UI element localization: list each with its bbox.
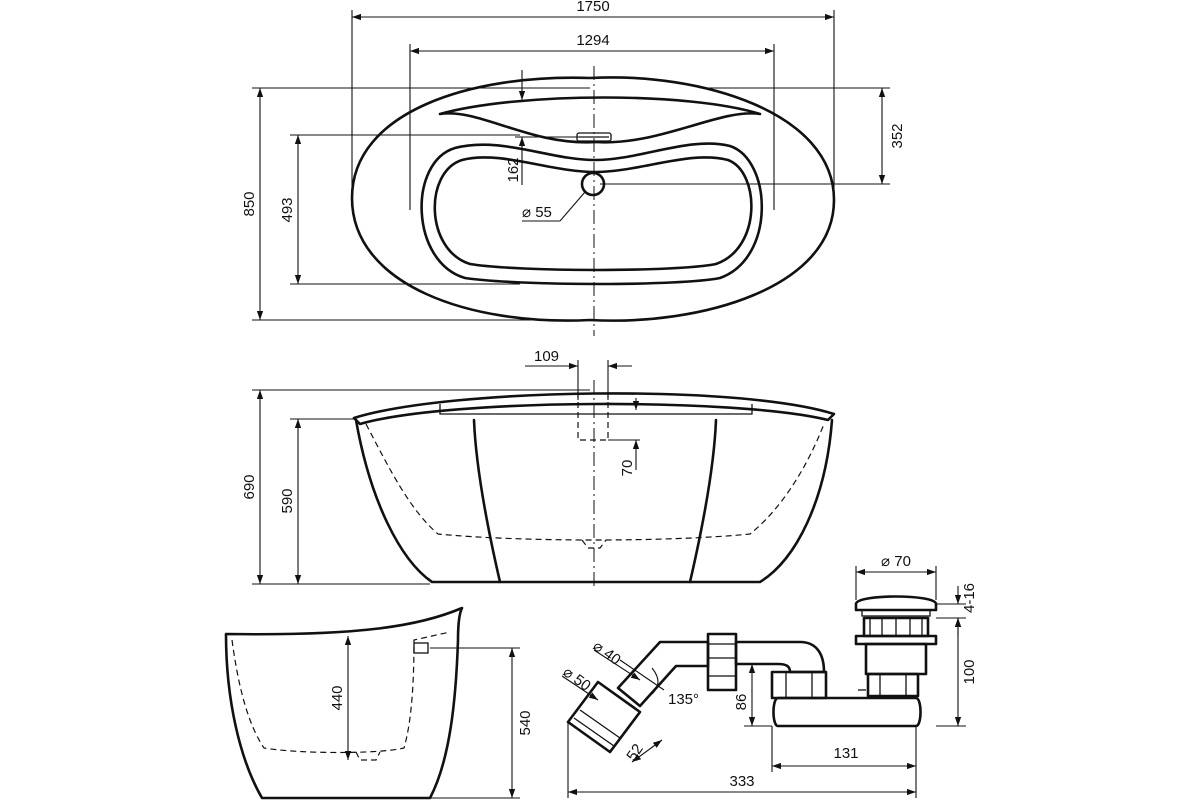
front-view-seam-left [472,418,502,584]
top-view-headrest [438,96,762,144]
dim-label-440: 440 [329,685,346,710]
angle-ref-line [619,659,665,691]
leader-line [559,191,586,222]
siphon-coupling [706,632,738,692]
dim-label-850: 850 [241,191,258,216]
top-view-basin-outer [420,142,764,286]
dim-label-angle: 135° [668,691,699,708]
dim-label-70: 70 [619,460,636,477]
drain-assembly: 135° ⌀ 40 ⌀ 50 52 ⌀ 70 4-16 100 86 [560,553,978,798]
dim-label-493: 493 [279,197,296,222]
dim-label-dia40: ⌀ 40 [590,637,624,668]
drain-nut [866,672,920,698]
side-view: 440 540 [224,606,534,800]
front-view-body [354,418,834,584]
overflow-pipe [616,640,710,708]
front-view-seam-right [688,418,718,584]
dim-line-dia40 [593,649,641,681]
top-view: 1750 1294 850 493 352 162 ⌀ 55 [241,0,906,336]
dim-label-100: 100 [961,659,978,684]
side-view-overflow [413,642,429,654]
dim-label-drain-dia: ⌀ 55 [522,204,552,221]
dim-label-dia50: ⌀ 50 [560,663,594,694]
dim-label-690: 690 [241,474,258,499]
dim-label-dia70: ⌀ 70 [881,553,911,570]
dim-label-352: 352 [889,123,906,148]
dim-label-131: 131 [833,745,858,762]
dim-label-109: 109 [534,348,559,365]
dim-label-590: 590 [279,488,296,513]
siphon-riser-nut [770,670,828,700]
outlet-coupling-inner [573,687,635,747]
front-view: 109 70 690 590 [241,348,836,590]
siphon-elbow [734,640,826,674]
drain-bottom-pipe [772,696,922,728]
side-view-drain [355,751,381,761]
dim-line-52 [631,739,663,763]
dim-label-540: 540 [517,710,534,735]
front-view-hidden-basin [365,423,825,541]
dim-label-86: 86 [733,694,750,711]
dim-label-333: 333 [729,773,754,790]
dim-label-4-16: 4-16 [961,583,978,613]
dim-label-1294: 1294 [576,32,609,49]
front-view-inner-rim [439,404,753,415]
dim-label-1750: 1750 [576,0,609,15]
drain-cap-rim [861,609,931,617]
drain-cap [854,595,938,612]
dim-label-52: 52 [623,741,646,764]
dim-label-162: 162 [505,157,522,182]
side-view-body [224,606,464,800]
outlet-coupling [566,680,642,754]
front-view-overflow-pipe [577,392,609,441]
drain-body [864,642,928,676]
angle-arc-135 [651,667,659,695]
top-view-basin-inner [433,156,753,272]
front-view-rim [352,392,836,426]
dim-line-dia50 [561,675,599,701]
